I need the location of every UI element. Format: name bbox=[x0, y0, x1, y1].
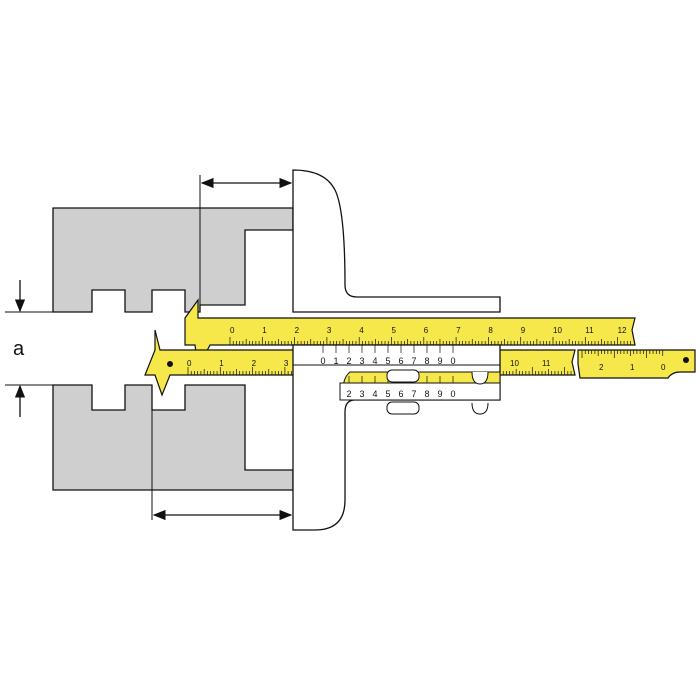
ruler-hole-right bbox=[683, 357, 689, 363]
gauge-base bbox=[292, 169, 501, 313]
lower-ruler-label: 0 bbox=[187, 359, 192, 368]
vernier-lower-label: 6 bbox=[399, 389, 404, 399]
locking-screw-lower[interactable] bbox=[386, 401, 420, 415]
vernier-lower-label: 5 bbox=[386, 389, 391, 399]
locking-screw-upper[interactable] bbox=[386, 369, 420, 383]
vernier-lower-label: 3 bbox=[360, 389, 365, 399]
clamp-lower bbox=[471, 402, 489, 415]
vernier-upper-label: 8 bbox=[425, 356, 430, 366]
vernier-upper-label: 4 bbox=[373, 356, 378, 366]
lower-ruler-label: 11 bbox=[542, 359, 551, 368]
upper-ruler-label: 0 bbox=[230, 326, 235, 335]
upper-ruler-label: 11 bbox=[585, 326, 594, 335]
vernier-upper-label: 7 bbox=[412, 356, 417, 366]
vernier-lower-label: 0 bbox=[451, 389, 456, 399]
vernier-upper-label: 5 bbox=[386, 356, 391, 366]
ruler-hole bbox=[167, 361, 173, 367]
clamp-upper bbox=[471, 371, 489, 385]
vernier-lower-label: 9 bbox=[438, 389, 443, 399]
upper-ruler-label: 1 bbox=[262, 326, 267, 335]
upper-ruler bbox=[184, 298, 636, 370]
lower-ruler-label: 1 bbox=[219, 359, 224, 368]
vernier-lower-label: 8 bbox=[425, 389, 430, 399]
vernier-upper-label: 1 bbox=[334, 356, 339, 366]
reversed-ruler-label: 1 bbox=[630, 363, 635, 372]
vernier-upper-label: 9 bbox=[438, 356, 443, 366]
lower-ruler-reversed-piece bbox=[577, 349, 696, 379]
upper-ruler-label: 6 bbox=[424, 326, 429, 335]
upper-ruler-label: 8 bbox=[488, 326, 493, 335]
upper-ruler-label: 3 bbox=[327, 326, 332, 335]
upper-ruler-label: 12 bbox=[618, 326, 627, 335]
upper-ruler-label: 10 bbox=[553, 326, 562, 335]
vernier-lower-label: 4 bbox=[373, 389, 378, 399]
upper-ruler-label: 2 bbox=[295, 326, 300, 335]
upper-ruler-label: 7 bbox=[456, 326, 461, 335]
lower-ruler-label: 10 bbox=[510, 359, 519, 368]
reversed-ruler-label: 0 bbox=[661, 363, 666, 372]
dimension-label-a: a bbox=[13, 338, 25, 360]
lower-ruler-label: 3 bbox=[284, 359, 289, 368]
vernier-lower-label: 7 bbox=[412, 389, 417, 399]
vernier-upper-label: 0 bbox=[451, 356, 456, 366]
vernier-upper-label: 6 bbox=[399, 356, 404, 366]
upper-ruler-label: 5 bbox=[392, 326, 397, 335]
upper-workpiece bbox=[52, 207, 294, 313]
vernier-upper-label: 3 bbox=[360, 356, 365, 366]
vernier-lower-label: 2 bbox=[347, 389, 352, 399]
lower-ruler-ticks bbox=[187, 350, 664, 375]
lower-workpiece bbox=[52, 384, 294, 491]
upper-ruler-label: 4 bbox=[359, 326, 364, 335]
vernier-upper-label: 0 bbox=[321, 356, 326, 366]
upper-ruler-ticks bbox=[229, 337, 631, 345]
upper-ruler-label: 9 bbox=[521, 326, 526, 335]
reversed-ruler-label: 2 bbox=[599, 363, 604, 372]
lower-ruler-label: 2 bbox=[252, 359, 257, 368]
vernier-upper-label: 2 bbox=[347, 356, 352, 366]
